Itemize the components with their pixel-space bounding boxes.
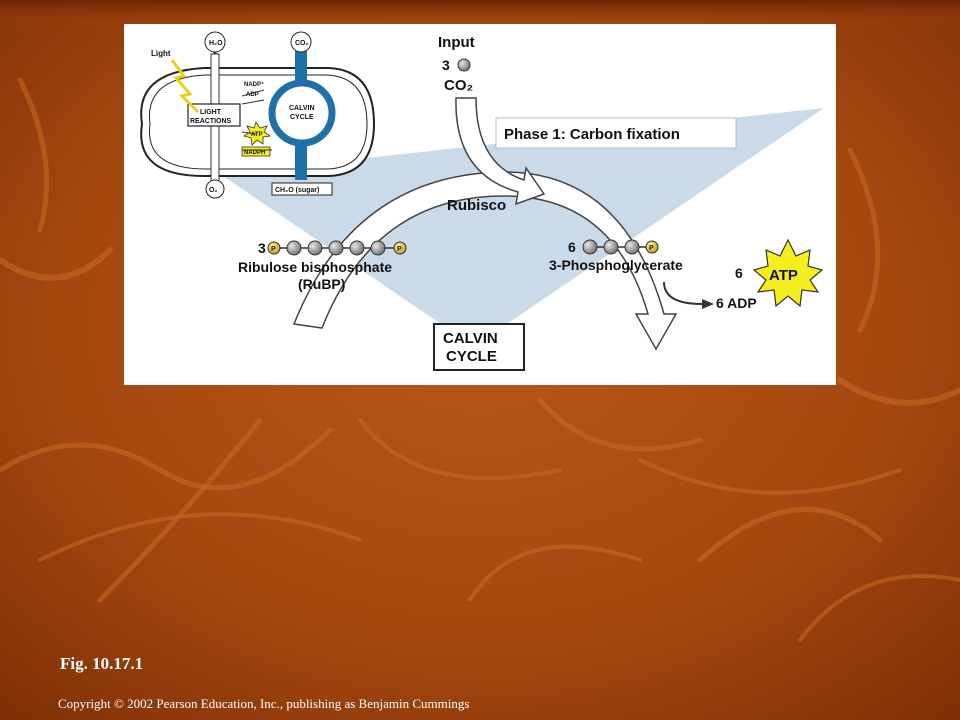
inset-nadph-label: NADPH [244,150,265,156]
rubp-abbrev: (RuBP) [298,276,345,292]
atp-count: 6 [735,265,743,281]
phase-label: Phase 1: Carbon fixation [504,126,680,143]
inset-sugar-label: CH₂O (sugar) [275,187,319,194]
rubp-count: 3 [258,240,266,256]
inset-nadp-label: NADP⁺ [244,81,264,88]
inset-light-reactions-label-1: LIGHT [200,109,222,116]
atp-star-icon [752,238,824,308]
cycle-arc-arrow [292,171,678,351]
inset-atp-label: ATP [251,132,263,138]
figure-caption: Fig. 10.17.1 [60,654,144,673]
input-arrow [455,97,546,206]
calvin-cycle-label-2: CYCLE [446,348,497,365]
pga-molecule [582,239,659,255]
rubisco-label: Rubisco [447,197,506,214]
calvin-cycle-label-1: CALVIN [443,330,498,347]
copyright-notice: Copyright © 2002 Pearson Education, Inc.… [58,696,470,711]
rubp-phosphate-right: P [397,246,402,253]
inset-co2-label: CO₂ [295,40,309,47]
input-label: Input [438,34,475,51]
zoom-wedge [220,108,824,326]
input-molecule: CO₂ [444,77,473,94]
pga-count: 6 [568,239,576,255]
diagram-panel: Light H₂O CO₂ NADP⁺ ADP LIGHT REACTIONS … [124,24,836,385]
atp-label: ATP [769,267,798,284]
atp-to-adp-arrow [663,281,703,305]
inset-calvin-label-2: CYCLE [290,114,314,121]
inset-adp-label: ADP [246,92,259,98]
chloroplast-inset [140,31,376,199]
inset-o2-label: O₂ [209,187,218,194]
adp-label: 6 ADP [716,295,757,311]
calvin-cycle-diagram: Light H₂O CO₂ NADP⁺ ADP LIGHT REACTIONS … [140,31,824,371]
co2-molecule [457,58,471,72]
background-leaf-streaks [0,77,960,642]
pga-name: 3-Phosphoglycerate [549,257,683,273]
calvin-cycle-box [433,323,525,371]
rubp-phosphate-left: P [271,246,276,253]
inset-h2o-label: H₂O [209,40,223,47]
inset-calvin-label-1: CALVIN [289,105,315,112]
rubp-molecule [267,240,407,256]
inset-light-label: Light [151,49,171,58]
phase-label-box [495,117,737,149]
pga-phosphate: P [649,245,654,252]
input-count: 3 [442,57,450,73]
inset-light-reactions-label-2: REACTIONS [190,118,232,125]
rubp-name: Ribulose bisphosphate [238,259,392,275]
